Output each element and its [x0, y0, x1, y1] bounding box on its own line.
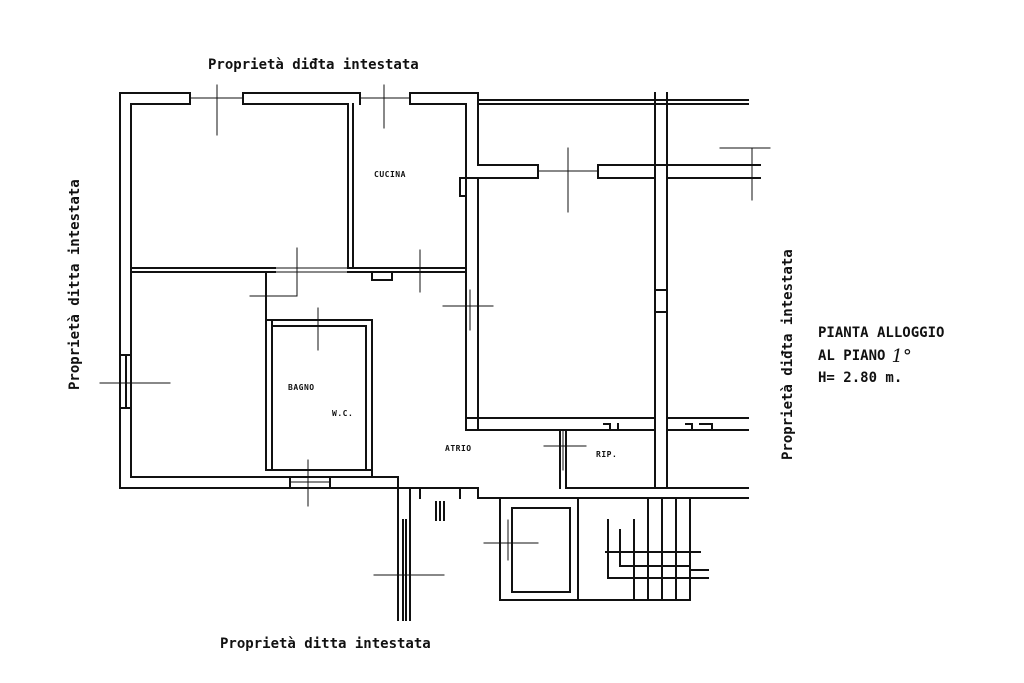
windows — [189, 97, 599, 483]
legend-floor-line: AL PIANO 1° — [818, 344, 944, 367]
property-label-top: Proprietà diđta intestata — [208, 57, 419, 73]
property-label-right: Proprietà diđta intestata — [780, 249, 796, 460]
room-label-atrium: ATRIO — [445, 444, 472, 453]
legend-floor-number: 1° — [891, 346, 912, 367]
property-label-left: Proprietà ditta intestata — [67, 179, 83, 390]
door-marks — [99, 84, 771, 576]
room-label-bathroom: BAGNO — [288, 383, 315, 392]
plan-legend: PIANTA ALLOGGIO AL PIANO 1° H= 2.80 m. — [818, 322, 944, 389]
legend-title: PIANTA ALLOGGIO — [818, 325, 945, 341]
legend-height: H= 2.80 m. — [818, 370, 903, 386]
radiator-mark — [435, 501, 445, 521]
legend-floor-text: AL PIANO — [818, 348, 886, 364]
property-label-bottom: Proprietà ditta intestata — [220, 636, 431, 652]
stairwell — [397, 476, 709, 621]
room-label-wc: W.C. — [332, 409, 354, 418]
room-label-storage: RIP. — [596, 450, 618, 459]
interior-walls — [119, 103, 713, 489]
room-label-kitchen: CUCINA — [374, 170, 406, 179]
outer-walls — [119, 92, 761, 499]
